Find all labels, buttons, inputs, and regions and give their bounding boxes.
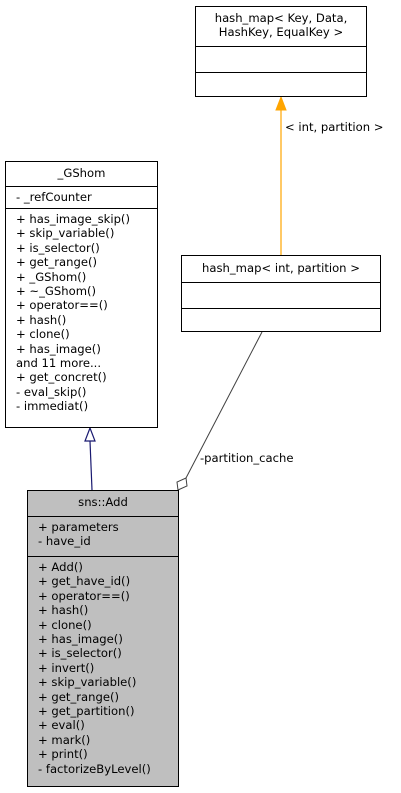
method: + get_have_id() [38, 574, 131, 589]
class-title: hash_map< int, partition > [182, 256, 380, 282]
class-gshom: _GShom - _refCounter + has_image_skip() … [5, 161, 158, 428]
method: + print() [38, 747, 88, 762]
class-attributes: + parameters - have_id [28, 516, 178, 556]
class-title-text: _GShom [57, 166, 106, 180]
class-attributes: - _refCounter [6, 186, 157, 208]
class-attributes [182, 282, 380, 308]
class-hash-map-generic: hash_map< Key, Data, HashKey, EqualKey > [195, 6, 367, 97]
class-sns-add: sns::Add + parameters - have_id + Add() … [27, 490, 179, 787]
method: + clone() [38, 617, 92, 632]
class-attributes [196, 46, 366, 72]
class-title: sns::Add [28, 491, 178, 516]
method: + eval() [38, 718, 85, 733]
class-title: hash_map< Key, Data, HashKey, EqualKey > [196, 7, 366, 46]
inheritance-edge [89, 440, 93, 491]
class-methods: + has_image_skip() + skip_variable() + i… [6, 208, 157, 414]
method: + get_range() [16, 255, 97, 270]
method: + skip_variable() [16, 226, 115, 241]
method: + has_image_skip() [16, 212, 130, 226]
attribute: - _refCounter [16, 190, 92, 204]
class-title-text: hash_map< int, partition > [202, 261, 360, 275]
method: + operator==() [16, 298, 108, 313]
method: + hash() [38, 603, 89, 618]
class-title: _GShom [6, 162, 157, 186]
association-diamond [176, 477, 188, 491]
method: + get_partition() [38, 704, 135, 719]
method: + operator==() [38, 588, 130, 603]
method: + ~_GShom() [16, 284, 97, 299]
association-edge [185, 331, 263, 479]
method: + hash() [16, 312, 67, 327]
more-methods-note: and 11 more... [16, 356, 102, 371]
inheritance-arrowhead [84, 426, 96, 442]
method: + mark() [38, 732, 91, 747]
method: + has_image() [16, 341, 101, 356]
class-title-line-1: hash_map< Key, Data, [214, 11, 348, 25]
method: + clone() [16, 327, 70, 342]
method: - eval_skip() [16, 384, 87, 399]
method: - immediat() [16, 399, 89, 414]
template-arrowhead [275, 95, 287, 111]
class-methods [182, 308, 380, 332]
method: + invert() [38, 660, 95, 675]
class-hash-map-int-partition: hash_map< int, partition > [181, 255, 381, 332]
method: + is_selector() [16, 240, 100, 255]
method: + has_image() [38, 632, 123, 647]
template-edge-label: < int, partition > [285, 120, 384, 134]
class-methods [196, 72, 366, 96]
method: - factorizeByLevel() [38, 761, 151, 776]
association-edge-label: -partition_cache [200, 451, 294, 465]
class-title-line-2: HashKey, EqualKey > [218, 25, 344, 39]
method: + get_range() [38, 689, 119, 704]
attribute: - have_id [38, 534, 91, 549]
method: + get_concret() [16, 370, 107, 385]
class-title-text: sns::Add [78, 495, 128, 509]
method: + skip_variable() [38, 675, 137, 690]
class-methods: + Add() + get_have_id() + operator==() +… [28, 556, 178, 776]
method: + is_selector() [38, 646, 122, 661]
attribute: + parameters [38, 520, 119, 534]
method: + Add() [38, 560, 83, 574]
method: + _GShom() [16, 269, 87, 284]
